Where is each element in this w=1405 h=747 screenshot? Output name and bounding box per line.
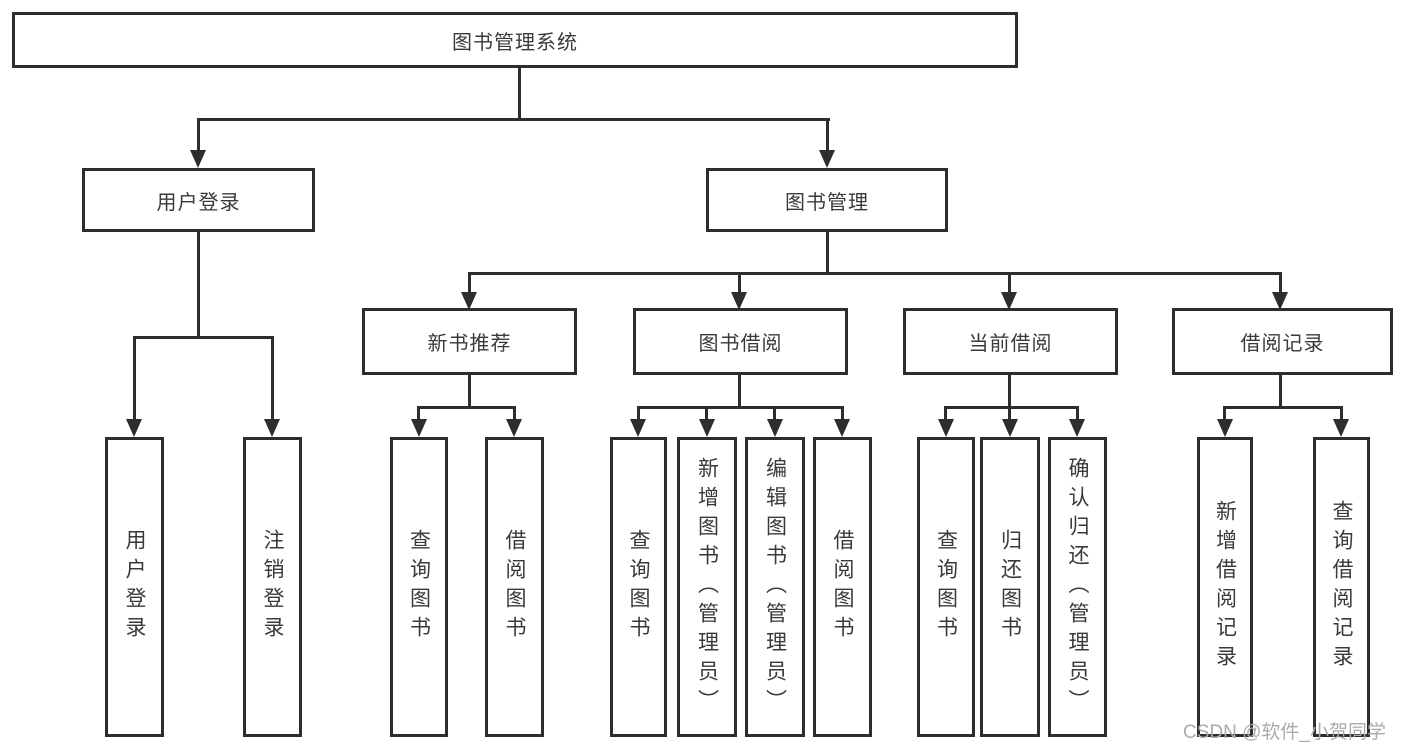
leaf-add-borrow-record: 新增借阅记录 <box>1197 437 1253 737</box>
connector-line <box>637 406 844 409</box>
node-label: 图书管理 <box>785 191 869 214</box>
leaf-add-books-admin: 新增图书（管理员） <box>677 437 737 737</box>
connector-line <box>1008 274 1011 293</box>
node-label: 查询借阅记录 <box>1330 500 1353 674</box>
csdn-watermark: CSDN @软件_小贺同学 <box>1183 722 1386 743</box>
leaf-query-borrow-record: 查询借阅记录 <box>1313 437 1370 737</box>
node-user-login: 用户登录 <box>82 168 315 232</box>
connector-line <box>1223 406 1343 409</box>
node-label: 归还图书 <box>998 529 1022 645</box>
connector-line <box>133 336 274 339</box>
arrowhead-icon <box>461 292 477 310</box>
node-borrowing-records: 借阅记录 <box>1172 308 1393 375</box>
connector-line <box>518 68 521 118</box>
node-current-borrowing: 当前借阅 <box>903 308 1118 375</box>
node-label: 注销登录 <box>261 529 284 645</box>
connector-line <box>1279 375 1282 406</box>
connector-line <box>417 408 420 420</box>
arrowhead-icon <box>1272 292 1288 310</box>
connector-line <box>513 408 516 420</box>
arrowhead-icon <box>938 419 954 437</box>
leaf-logout: 注销登录 <box>243 437 302 737</box>
node-book-borrowing: 图书借阅 <box>633 308 848 375</box>
arrowhead-icon <box>699 419 715 437</box>
leaf-borrow-books-recommend: 借阅图书 <box>485 437 544 737</box>
connector-line <box>826 232 829 272</box>
arrowhead-icon <box>1333 419 1349 437</box>
node-label: 新书推荐 <box>427 333 512 355</box>
leaf-borrow-books: 借阅图书 <box>813 437 872 737</box>
node-label: 确认归还（管理员） <box>1066 456 1089 718</box>
arrowhead-icon <box>1002 419 1018 437</box>
node-label: 用户登录 <box>123 529 146 645</box>
connector-line <box>1076 408 1079 420</box>
node-book-management: 图书管理 <box>706 168 948 232</box>
connector-line <box>773 408 776 420</box>
arrowhead-icon <box>731 292 747 310</box>
node-label: 新增借阅记录 <box>1213 500 1237 674</box>
connector-line <box>271 338 274 420</box>
node-label: 当前借阅 <box>968 333 1053 355</box>
leaf-return-books: 归还图书 <box>980 437 1040 737</box>
leaf-query-books-recommend: 查询图书 <box>390 437 448 737</box>
connector-line <box>841 408 844 420</box>
node-label: 图书借阅 <box>698 333 783 355</box>
connector-line <box>468 274 471 293</box>
connector-line <box>738 274 741 293</box>
node-label: 借阅图书 <box>503 529 526 645</box>
arrowhead-icon <box>1217 419 1233 437</box>
connector-line <box>197 232 200 336</box>
arrowhead-icon <box>767 419 783 437</box>
connector-line <box>944 406 1079 409</box>
arrowhead-icon <box>1001 292 1017 310</box>
leaf-query-books-borrow: 查询图书 <box>610 437 667 737</box>
leaf-edit-books-admin: 编辑图书（管理员） <box>745 437 805 737</box>
node-library-management-system: 图书管理系统 <box>12 12 1018 68</box>
node-label: 借阅图书 <box>831 529 854 645</box>
node-label: 查询图书 <box>934 529 958 645</box>
node-label: 用户登录 <box>156 191 241 214</box>
connector-line <box>1340 408 1343 420</box>
arrowhead-icon <box>126 419 142 437</box>
connector-line <box>1008 408 1011 420</box>
connector-line <box>637 408 640 420</box>
connector-line <box>1279 274 1282 293</box>
arrowhead-icon <box>264 419 280 437</box>
connector-line <box>1008 375 1011 406</box>
connector-line <box>738 375 741 406</box>
connector-line <box>944 408 947 420</box>
connector-line <box>468 375 471 406</box>
arrowhead-icon <box>834 419 850 437</box>
node-label: 图书管理系统 <box>452 31 578 54</box>
arrowhead-icon <box>506 419 522 437</box>
arrowhead-icon <box>411 419 427 437</box>
connector-line <box>705 408 708 420</box>
leaf-confirm-return-admin: 确认归还（管理员） <box>1048 437 1107 737</box>
connector-line <box>197 120 200 151</box>
connector-line <box>197 118 830 121</box>
arrowhead-icon <box>630 419 646 437</box>
connector-line <box>133 338 136 420</box>
leaf-query-books-current: 查询图书 <box>917 437 975 737</box>
node-label: 查询图书 <box>407 529 431 645</box>
arrowhead-icon <box>190 150 206 168</box>
arrowhead-icon <box>1069 419 1085 437</box>
node-label: 新增图书（管理员） <box>695 456 719 718</box>
arrowhead-icon <box>819 150 835 168</box>
connector-line <box>417 406 516 409</box>
connector-line <box>826 120 829 151</box>
node-label: 编辑图书（管理员） <box>763 456 787 718</box>
node-new-book-recommendation: 新书推荐 <box>362 308 577 375</box>
connector-line <box>468 272 1282 275</box>
node-label: 借阅记录 <box>1240 333 1325 355</box>
leaf-user-login: 用户登录 <box>105 437 164 737</box>
node-label: 查询图书 <box>627 529 650 645</box>
connector-line <box>1223 408 1226 420</box>
